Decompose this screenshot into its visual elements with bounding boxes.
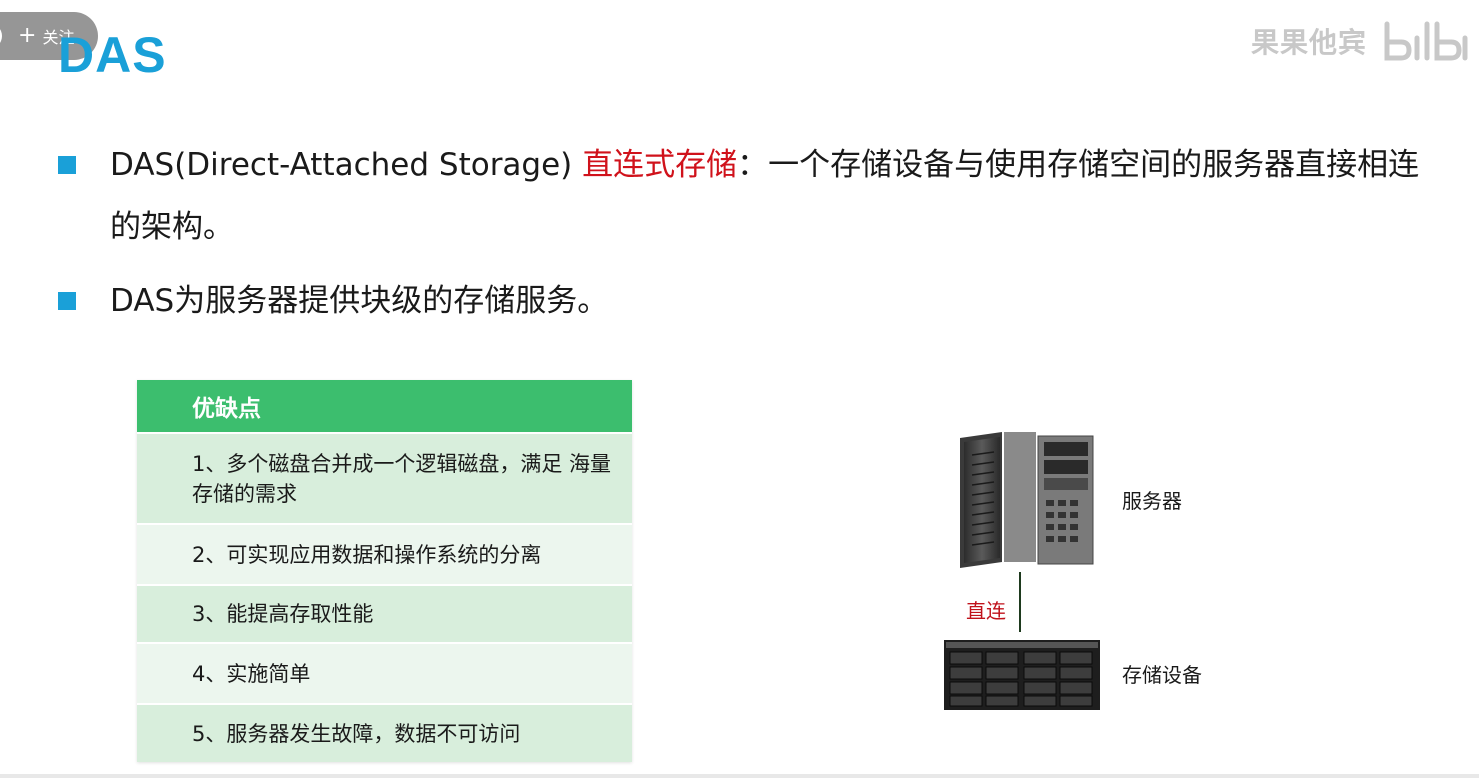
- pros-cons-table: 优缺点 1、多个磁盘合并成一个逻辑磁盘，满足 海量存储的需求 2、可实现应用数据…: [137, 380, 632, 762]
- plus-icon: +: [18, 23, 37, 48]
- bullet-prefix: DAS(Direct-Attached Storage): [110, 147, 583, 183]
- row-text: 5、服务器发生故障，数据不可访问: [192, 721, 521, 746]
- direct-connection-line: [1019, 572, 1021, 632]
- avatar: [0, 23, 2, 49]
- table-row: 2、可实现应用数据和操作系统的分离: [137, 523, 632, 584]
- direct-link-label: 直连: [966, 599, 1006, 623]
- row-text: 4、实施简单: [192, 661, 311, 686]
- follow-label: 关注: [42, 28, 75, 47]
- table-header: 优缺点: [137, 380, 632, 432]
- table-row: 1、多个磁盘合并成一个逻辑磁盘，满足 海量存储的需求: [137, 432, 632, 523]
- bullet-highlight: 直连式存储: [582, 147, 738, 183]
- watermark: 果果他宾: [1251, 18, 1469, 64]
- bullet-suffix: ：一个存储设备与使用存储空间的服务器直接相连的架构。: [110, 147, 1420, 245]
- storage-label: 存储设备: [1122, 663, 1202, 687]
- table-row: 5、服务器发生故障，数据不可访问: [137, 703, 632, 762]
- bilibili-logo-icon: [1384, 21, 1468, 61]
- watermark-text: 果果他宾: [1250, 26, 1367, 59]
- bullet-das-definition: DAS(Direct-Attached Storage) 直连式存储：一个存储设…: [58, 134, 1420, 258]
- bullet-das-service: DAS为服务器提供块级的存储服务。: [58, 270, 1420, 332]
- server-label: 服务器: [1122, 489, 1182, 513]
- bullet-text: DAS为服务器提供块级的存储服务。: [110, 283, 609, 319]
- slide-title: DAS: [58, 27, 167, 83]
- row-text: 1、多个磁盘合并成一个逻辑磁盘，满足 海量存储的需求: [192, 451, 612, 506]
- storage-device-icon: [944, 640, 1100, 710]
- row-text: 3、能提高存取性能: [192, 602, 374, 626]
- table-row: 4、实施简单: [137, 642, 632, 703]
- row-text: 2、可实现应用数据和操作系统的分离: [192, 542, 542, 567]
- table-row: 3、能提高存取性能: [137, 584, 632, 642]
- bullet-square-icon: [58, 156, 76, 174]
- follow-button[interactable]: + 关注: [0, 12, 98, 60]
- server-icon: [960, 432, 1094, 568]
- das-diagram: 直连 服务器 存储设备: [930, 425, 1230, 725]
- bottom-bar: [0, 774, 1479, 778]
- bullet-text: DAS(Direct-Attached Storage) 直连式存储：一个存储设…: [110, 134, 1420, 258]
- bullet-square-icon: [58, 292, 76, 310]
